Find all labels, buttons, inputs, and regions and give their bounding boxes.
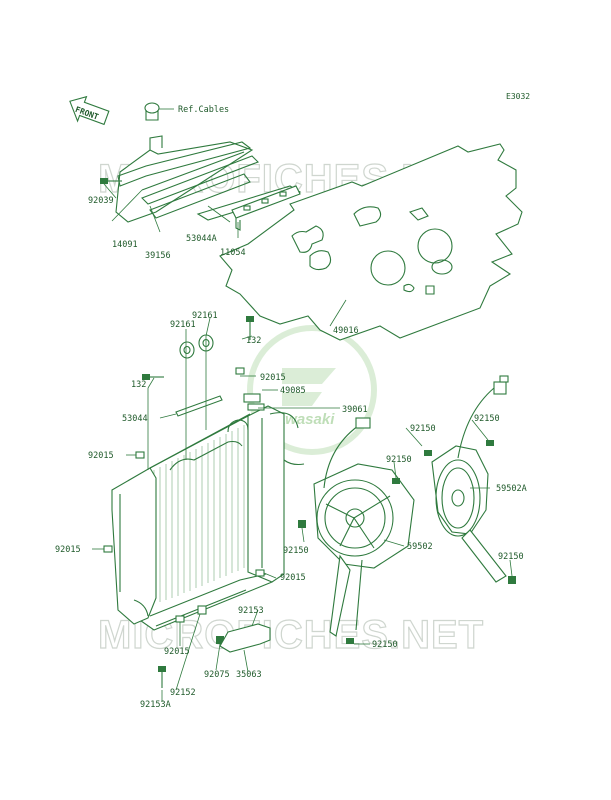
label-92015-e: 92015	[164, 647, 190, 657]
label-53044: 53044	[122, 414, 148, 424]
ref-cables-label: Ref.Cables	[178, 105, 229, 115]
label-35063: 35063	[236, 670, 262, 680]
label-92015-c: 92015	[55, 545, 81, 555]
part-labels: 92039 14091 39156 53044A 11054 49016 921…	[55, 196, 527, 710]
insulator-sheet	[219, 143, 523, 341]
radiator	[103, 316, 305, 688]
label-92152: 92152	[170, 688, 196, 698]
label-53044A: 53044A	[186, 234, 217, 244]
label-59502A: 59502A	[496, 484, 527, 494]
leader-lines	[92, 183, 513, 702]
label-132-b: 132	[131, 380, 146, 390]
fan-right	[424, 375, 516, 584]
cable-clip	[144, 102, 174, 121]
label-49016: 49016	[333, 326, 359, 336]
label-92150-d: 92150	[283, 546, 309, 556]
label-92150-e: 92150	[498, 552, 524, 562]
label-92153A: 92153A	[140, 700, 171, 710]
label-92015-a: 92015	[260, 373, 286, 383]
label-39061: 39061	[342, 405, 368, 415]
label-92150-f: 92150	[372, 640, 398, 650]
label-59502: 59502	[407, 542, 433, 552]
fan-left	[298, 417, 415, 644]
label-92161-a: 92161	[192, 311, 218, 321]
bolt-icon	[100, 178, 122, 184]
label-49085: 49085	[280, 386, 306, 396]
label-14091: 14091	[112, 240, 138, 250]
label-92015-b: 92015	[88, 451, 114, 461]
diagram-code: E3032	[506, 92, 530, 101]
label-92153: 92153	[238, 606, 264, 616]
upper-cover	[115, 135, 302, 223]
front-arrow-icon: FRONT	[69, 95, 110, 126]
label-92039: 92039	[88, 196, 114, 206]
label-92161-b: 92161	[170, 320, 196, 330]
label-92150-c: 92150	[386, 455, 412, 465]
label-92150-a: 92150	[410, 424, 436, 434]
label-92075: 92075	[204, 670, 230, 680]
bracket	[231, 185, 301, 231]
label-11054: 11054	[220, 248, 246, 258]
label-132-a: 132	[246, 336, 261, 346]
label-92150-b: 92150	[474, 414, 500, 424]
label-39156: 39156	[145, 251, 171, 261]
label-92015-d: 92015	[280, 573, 306, 583]
